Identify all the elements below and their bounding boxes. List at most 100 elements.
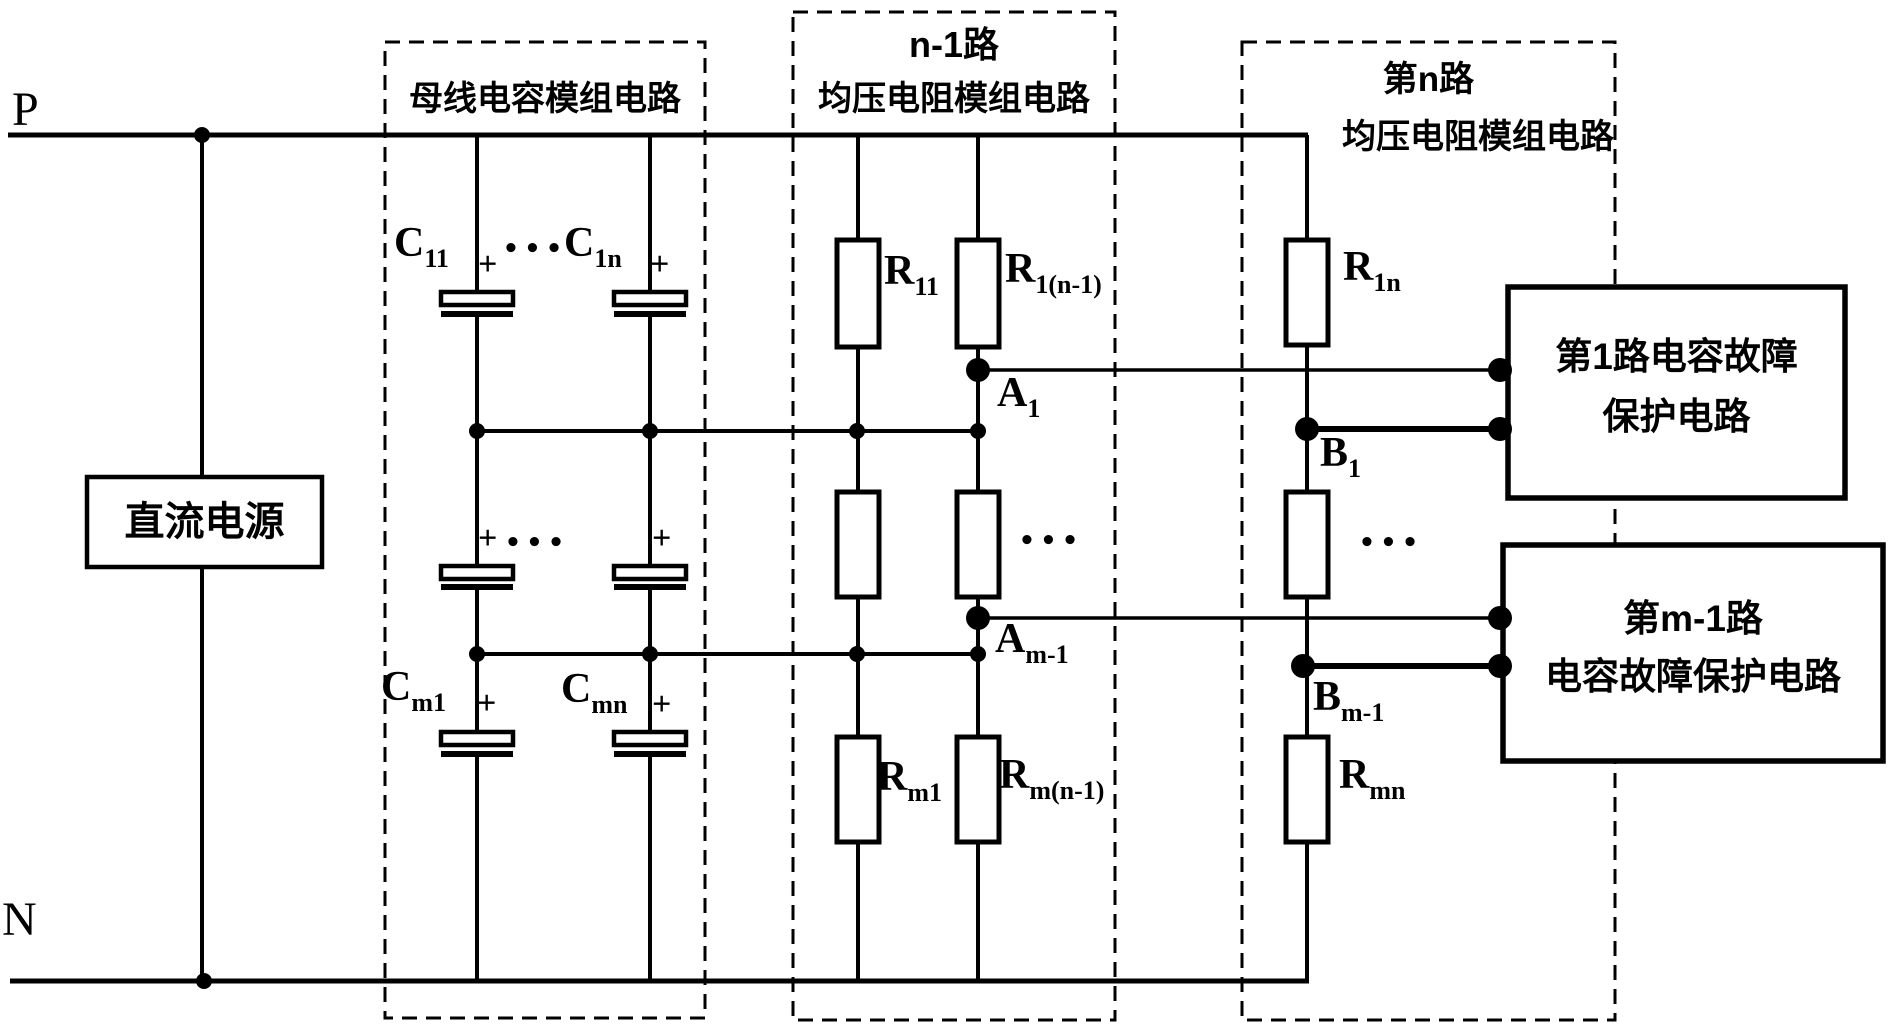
- resistor-body-rmn1: [954, 734, 1002, 845]
- label-node-a1: A1: [997, 372, 1040, 422]
- junction-dot-ic1-res2: [970, 423, 986, 439]
- ellipsis-capacitor-columns: •••: [502, 234, 568, 264]
- label-cm1-main: C: [381, 664, 412, 710]
- junction-dot-ic2-res2: [970, 646, 986, 662]
- resistor-body-r11: [834, 237, 882, 350]
- junction-dot-ic2-res1: [849, 646, 865, 662]
- n-rail-label: N: [2, 893, 37, 946]
- capacitor-c11-top-plate: [438, 289, 516, 308]
- capacitor-cm1-bottom-plate: [441, 751, 513, 757]
- resistor-body-rm1: [834, 734, 882, 845]
- n-1-resistor-module-title-line2: 均压电阻模组电路: [818, 80, 1090, 118]
- ellipsis-capacitor-rows: •••: [504, 528, 570, 558]
- label-r1n: R1n: [1343, 246, 1401, 296]
- label-c1n: C1n: [564, 222, 622, 272]
- bus-capacitor-module-title: 母线电容模组电路: [409, 80, 681, 118]
- capacitor-col1-row2-bottom-plate: [441, 584, 513, 590]
- nth-resistor-module-title-line1: 第n路: [1382, 60, 1475, 99]
- label-c1n-main: C: [564, 220, 595, 266]
- label-r11: R11: [884, 250, 939, 300]
- junction-dot-n-rail: [196, 973, 212, 989]
- dc-source-label: 直流电源: [124, 500, 285, 544]
- label-r1n1: R1(n-1): [1005, 248, 1102, 298]
- junction-dot-ic1-res1: [849, 423, 865, 439]
- label-node-a1-main: A: [997, 370, 1028, 416]
- junction-dot-ic1-cap1: [469, 423, 485, 439]
- node-dot-a1: [966, 358, 990, 382]
- capacitor-cm1-top-plate: [438, 729, 516, 748]
- label-node-am1-sub: m-1: [1025, 640, 1069, 669]
- protection-circuit-1-box: [1505, 284, 1848, 501]
- p-rail-label: P: [12, 83, 39, 136]
- label-rmn1-sub: m(n-1): [1029, 776, 1105, 805]
- label-c11: C11: [394, 222, 449, 272]
- dc-source-box: [84, 474, 325, 570]
- label-rm1-sub: m1: [907, 778, 943, 807]
- label-node-a1-sub: 1: [1027, 394, 1041, 423]
- capacitor-c1n-top-plate: [611, 289, 689, 308]
- label-node-b1: B1: [1320, 432, 1361, 482]
- capacitor-c1n-bottom-plate: [614, 311, 686, 317]
- nth-resistor-module-boundary: [1240, 40, 1617, 1022]
- junction-dot-ic1-cap2: [642, 423, 658, 439]
- resistor-body-r1n1: [954, 237, 1002, 350]
- node-dot-protection2-a: [1488, 606, 1512, 630]
- junction-dot-ic2-cap2: [642, 646, 658, 662]
- node-dot-protection1-b: [1488, 417, 1512, 441]
- nth-resistor-module-title-line2: 均压电阻模组电路: [1342, 118, 1614, 156]
- protection-circuit-m1-label-line2: 电容故障保护电路: [1545, 656, 1841, 697]
- resistor-body-row2-col1: [834, 489, 882, 600]
- label-r11-sub: 11: [914, 272, 939, 301]
- label-rmn1-main: R: [999, 752, 1030, 798]
- label-node-b1-main: B: [1320, 430, 1349, 476]
- node-dot-protection2-b: [1488, 654, 1512, 678]
- plus-sign-cmn: +: [652, 686, 672, 723]
- label-rmn1: Rm(n-1): [999, 754, 1104, 804]
- junction-dot-ic2-cap1: [469, 646, 485, 662]
- label-rmn-main: R: [1339, 752, 1370, 798]
- plus-sign-cap-row2-col1: +: [478, 520, 498, 557]
- label-c1n-sub: 1n: [594, 244, 622, 273]
- node-dot-b1: [1295, 417, 1319, 441]
- protection-circuit-m1-box: [1500, 542, 1886, 764]
- resistor-body-r1n: [1283, 237, 1331, 348]
- node-dot-protection1-a: [1488, 358, 1512, 382]
- label-node-b1-sub: 1: [1348, 454, 1362, 483]
- label-node-am1-main: A: [995, 616, 1026, 662]
- protection-circuit-1-label-line2: 保护电路: [1602, 396, 1751, 437]
- plus-sign-c1n: +: [650, 246, 670, 283]
- label-cmn-sub: mn: [591, 690, 628, 719]
- label-node-bm1-main: B: [1313, 674, 1342, 720]
- n-1-resistor-module-boundary: [791, 10, 1117, 1022]
- plus-sign-c11: +: [478, 246, 498, 283]
- label-r11-main: R: [884, 248, 915, 294]
- capacitor-cmn-top-plate: [611, 729, 689, 748]
- node-dot-bm1: [1291, 654, 1315, 678]
- label-rm1: Rm1: [877, 756, 942, 806]
- plus-sign-cap-row2-col2: +: [652, 520, 672, 557]
- label-r1n-main: R: [1343, 244, 1374, 290]
- ellipsis-resistor-module-rows: •••: [1018, 526, 1084, 556]
- label-cmn: Cmn: [561, 668, 627, 718]
- label-r1n-sub: 1n: [1373, 268, 1401, 297]
- plus-sign-cm1: +: [477, 685, 497, 722]
- label-c11-sub: 11: [424, 244, 449, 273]
- capacitor-col2-row2-top-plate: [611, 563, 689, 582]
- label-cm1-sub: m1: [411, 688, 447, 717]
- ellipsis-nth-module-rows: •••: [1358, 528, 1424, 558]
- label-rmn-sub: mn: [1369, 776, 1406, 805]
- resistor-body-rmn: [1283, 734, 1331, 845]
- protection-circuit-1-label-line1: 第1路电容故障: [1555, 336, 1798, 377]
- label-c11-main: C: [394, 220, 425, 266]
- label-cm1: Cm1: [381, 666, 446, 716]
- label-rm1-main: R: [877, 754, 908, 800]
- protection-circuit-m1-label-line1: 第m-1路: [1623, 598, 1763, 639]
- capacitor-col2-row2-bottom-plate: [614, 584, 686, 590]
- capacitor-cmn-bottom-plate: [614, 751, 686, 757]
- label-node-bm1-sub: m-1: [1341, 698, 1385, 727]
- capacitor-c11-bottom-plate: [441, 311, 513, 317]
- resistor-body-row2-col2: [954, 489, 1002, 600]
- label-node-am1: Am-1: [995, 618, 1069, 668]
- label-r1n1-main: R: [1005, 246, 1036, 292]
